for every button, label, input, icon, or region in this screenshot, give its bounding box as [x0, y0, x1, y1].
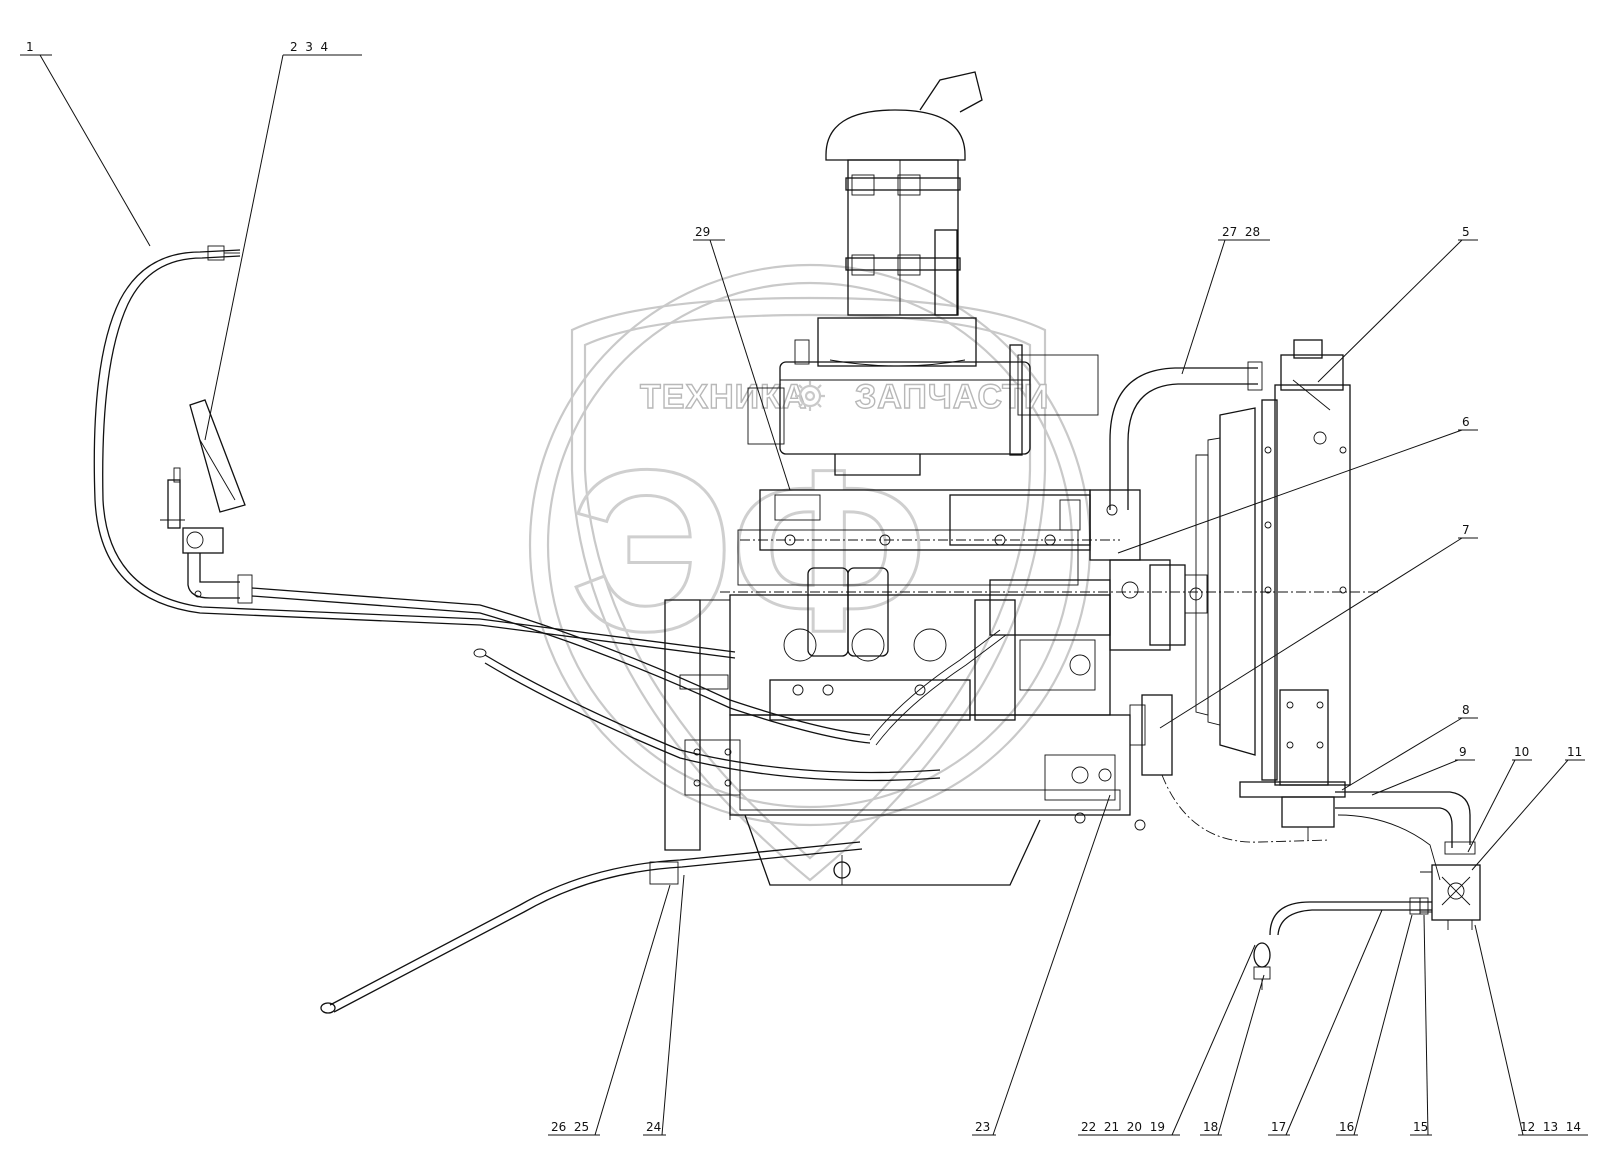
- callout-24: 24: [646, 1120, 661, 1134]
- air-intake-stack: [825, 71, 983, 316]
- watermark-text-right: ЗАПЧАСТИ: [855, 378, 1049, 416]
- fuel-hand-cable: [320, 841, 863, 1014]
- callout-7: 7: [1462, 523, 1470, 537]
- watermark-shield-inner: [583, 313, 1032, 860]
- watermark-text-left: ТЕХНИКА: [640, 378, 807, 416]
- upper-radiator-hose: [1109, 361, 1263, 510]
- throttle-cable-1: [93, 245, 736, 659]
- engine-mount-bracket: [664, 599, 741, 851]
- callout-27-28: 27 28: [1222, 225, 1260, 239]
- callout-16: 16: [1339, 1120, 1354, 1134]
- callout-25-26: 26 25: [551, 1120, 589, 1134]
- coolant-valve-block: [1420, 864, 1481, 930]
- callout-leaders: [20, 54, 1588, 1136]
- callout-labels: 1 2 3 4 29 27 28 5 6 7 8 9 10 11 12 13 1…: [26, 40, 1582, 1134]
- callout-17: 17: [1271, 1120, 1286, 1134]
- fan-shroud: [1184, 407, 1256, 756]
- callout-5: 5: [1462, 225, 1470, 239]
- radiator: [1239, 339, 1351, 840]
- callout-15: 15: [1413, 1120, 1428, 1134]
- callout-18: 18: [1203, 1120, 1218, 1134]
- watermark-shield-outline: [570, 296, 1047, 882]
- callout-10: 10: [1514, 745, 1529, 759]
- callout-8: 8: [1462, 703, 1470, 717]
- air-cleaner: [747, 317, 1099, 476]
- lower-radiator-hose: [1161, 774, 1476, 881]
- callout-1: 1: [26, 40, 34, 54]
- drain-pipe: [1253, 897, 1432, 990]
- callout-19-22: 22 21 20 19: [1081, 1120, 1165, 1134]
- callout-29: 29: [695, 225, 710, 239]
- control-pedal-bracket: [160, 399, 253, 604]
- callout-12-13-14: 12 13 14: [1520, 1120, 1581, 1134]
- callout-11: 11: [1567, 745, 1582, 759]
- watermark: ЭФ ТЕХНИКА ЗАПЧАСТИ: [528, 263, 1092, 882]
- callout-2-3-4: 2 3 4: [290, 40, 328, 54]
- stop-cable: [473, 648, 941, 782]
- callout-23: 23: [975, 1120, 990, 1134]
- callout-9: 9: [1459, 745, 1467, 759]
- pump-control-linkage: [869, 629, 1007, 746]
- callout-6: 6: [1462, 415, 1470, 429]
- throttle-cable-2: [251, 587, 871, 744]
- gear-icon: [795, 381, 825, 411]
